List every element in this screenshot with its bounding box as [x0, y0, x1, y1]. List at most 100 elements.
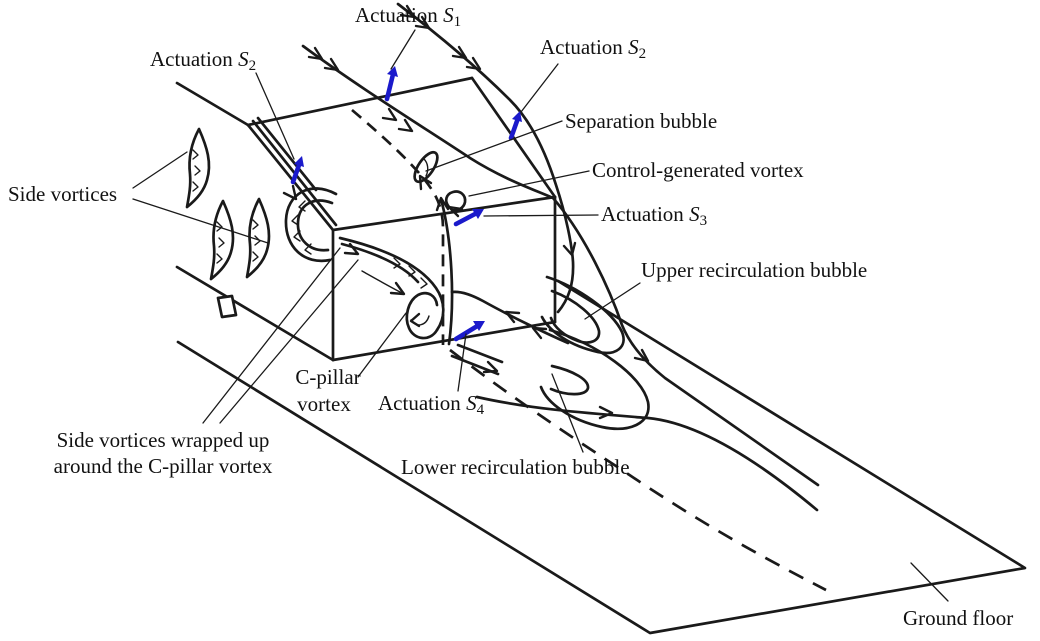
- leader-lines: [132, 29, 949, 602]
- leader-wrapped-vortices-2: [219, 259, 359, 424]
- body-c-pillar-edge: [246, 123, 335, 232]
- upper-bubble-inner: [549, 289, 601, 344]
- label-separation-bubble: Separation bubble: [565, 109, 717, 133]
- lower-bubble-inner: [549, 364, 590, 396]
- flow-arrowhead: [482, 360, 499, 374]
- flow-arrowhead: [397, 118, 414, 133]
- label-wrapped-line2: around the C-pillar vortex: [54, 454, 273, 478]
- flow-arrowhead: [504, 310, 521, 324]
- label-wrapped-line1: Side vortices wrapped up: [57, 428, 270, 452]
- flow-arrowhead: [562, 241, 577, 257]
- control-generated-vortex-glyph: [444, 190, 467, 218]
- bluff-body: [175, 76, 557, 362]
- separation-bubble-inner: [423, 158, 429, 177]
- symmetry-line-body: [351, 108, 445, 345]
- flow-arrowhead: [389, 281, 406, 296]
- actuation-s2-left-arrow: [290, 156, 304, 185]
- symmetry-lines: [351, 108, 827, 592]
- labels: Actuation S1 Actuation S2 Actuation S2 S…: [8, 3, 1013, 630]
- leader-upper-bubble: [584, 282, 641, 320]
- flow-arrowhead: [531, 326, 548, 340]
- flow-arrowhead: [414, 15, 431, 30]
- body-side-bottom-edge: [175, 265, 335, 362]
- band-tick: [218, 237, 225, 248]
- label-control-vortex: Control-generated vortex: [592, 158, 804, 182]
- actuation-s1-arrow: [384, 66, 398, 102]
- flow-arrowhead: [465, 56, 482, 71]
- band-tick: [408, 265, 416, 277]
- flow-arrowhead: [418, 174, 433, 191]
- label-c-pillar-line2: vortex: [297, 392, 351, 416]
- leader-control-vortex: [468, 170, 590, 197]
- leader-wrapped-vortices-1: [202, 247, 341, 424]
- leader-ground-floor: [910, 562, 949, 602]
- label-actuation-s2-right: Actuation S2: [540, 35, 646, 62]
- body-support-foot: [216, 294, 238, 319]
- band-tick: [192, 181, 199, 192]
- separation-bubble-loop: [413, 150, 439, 184]
- label-actuation-s2-left: Actuation S2: [150, 47, 256, 74]
- label-actuation-s1: Actuation S1: [355, 3, 461, 30]
- leader-side-vortices-1: [132, 151, 188, 189]
- c-pillar-tube-end: [405, 291, 439, 340]
- band-tick: [293, 230, 301, 242]
- label-c-pillar-line1: C-pillar: [295, 365, 360, 389]
- band-tick: [304, 243, 312, 255]
- band-tick: [291, 214, 299, 226]
- band-tick: [420, 277, 428, 289]
- band-tick: [393, 257, 401, 269]
- c-pillar-band-outer: [338, 236, 445, 332]
- band-tick: [216, 221, 223, 232]
- ground-plane-outline: [176, 279, 1027, 635]
- label-actuation-s4: Actuation S4: [378, 391, 485, 418]
- label-side-vortices: Side vortices: [8, 182, 117, 206]
- flow-arrowhead: [598, 405, 614, 420]
- wrap-band-inner: [296, 199, 334, 252]
- side-vortex-crescent-3: [245, 197, 271, 279]
- upper-bubble-outer: [540, 275, 625, 355]
- label-ground-floor: Ground floor: [903, 606, 1013, 630]
- flow-arrowhead: [307, 46, 324, 61]
- leader-actuation-s3: [483, 214, 599, 217]
- label-upper-bubble: Upper recirculation bubble: [641, 258, 867, 282]
- body-top-front-edge: [246, 76, 474, 127]
- c-pillar-separation-line-2: [256, 116, 318, 192]
- side-vortex-crescent-2: [209, 199, 235, 281]
- leader-lower-bubble: [551, 373, 584, 453]
- leader-actuation-s4: [457, 333, 467, 392]
- actuation-s3-arrow: [453, 209, 484, 227]
- band-tick: [216, 253, 223, 264]
- actuation-s4-arrow: [453, 321, 485, 342]
- flow-arrowhead: [435, 196, 450, 212]
- base-return-flow: [450, 290, 570, 345]
- wrapped-vortex-band: [284, 187, 338, 263]
- label-lower-bubble: Lower recirculation bubble: [401, 455, 630, 479]
- band-tick: [194, 165, 201, 176]
- c-pillar-vortex-glyph: [338, 236, 445, 340]
- flow-arrowhead: [633, 348, 650, 363]
- symmetry-line-ground: [449, 348, 827, 592]
- actuation-arrows: [290, 66, 522, 342]
- flow-arrowhead: [409, 312, 421, 328]
- underbody-jet-line-1: [456, 343, 504, 364]
- streamlines: [301, 2, 820, 487]
- streamline-outer: [301, 44, 820, 487]
- band-tick: [252, 251, 259, 262]
- label-actuation-s3: Actuation S3: [601, 202, 707, 229]
- wrap-band-outer: [284, 187, 338, 263]
- leader-side-vortices-2: [132, 198, 269, 244]
- band-tick: [252, 219, 259, 230]
- c-pillar-edge-flow-barb: [282, 184, 298, 201]
- flow-arrowhead: [451, 45, 468, 60]
- actuation-s2-right-arrow: [508, 111, 522, 141]
- flow-arrowhead: [399, 4, 416, 19]
- flow-arrowhead: [343, 242, 360, 256]
- band-tick: [298, 200, 306, 212]
- leader-actuation-s1: [390, 29, 416, 70]
- body-top-left-edge: [175, 81, 250, 127]
- leader-actuation-s2-left: [255, 72, 295, 160]
- leader-separation-bubble: [425, 120, 563, 172]
- flow-arrowhead: [323, 57, 340, 72]
